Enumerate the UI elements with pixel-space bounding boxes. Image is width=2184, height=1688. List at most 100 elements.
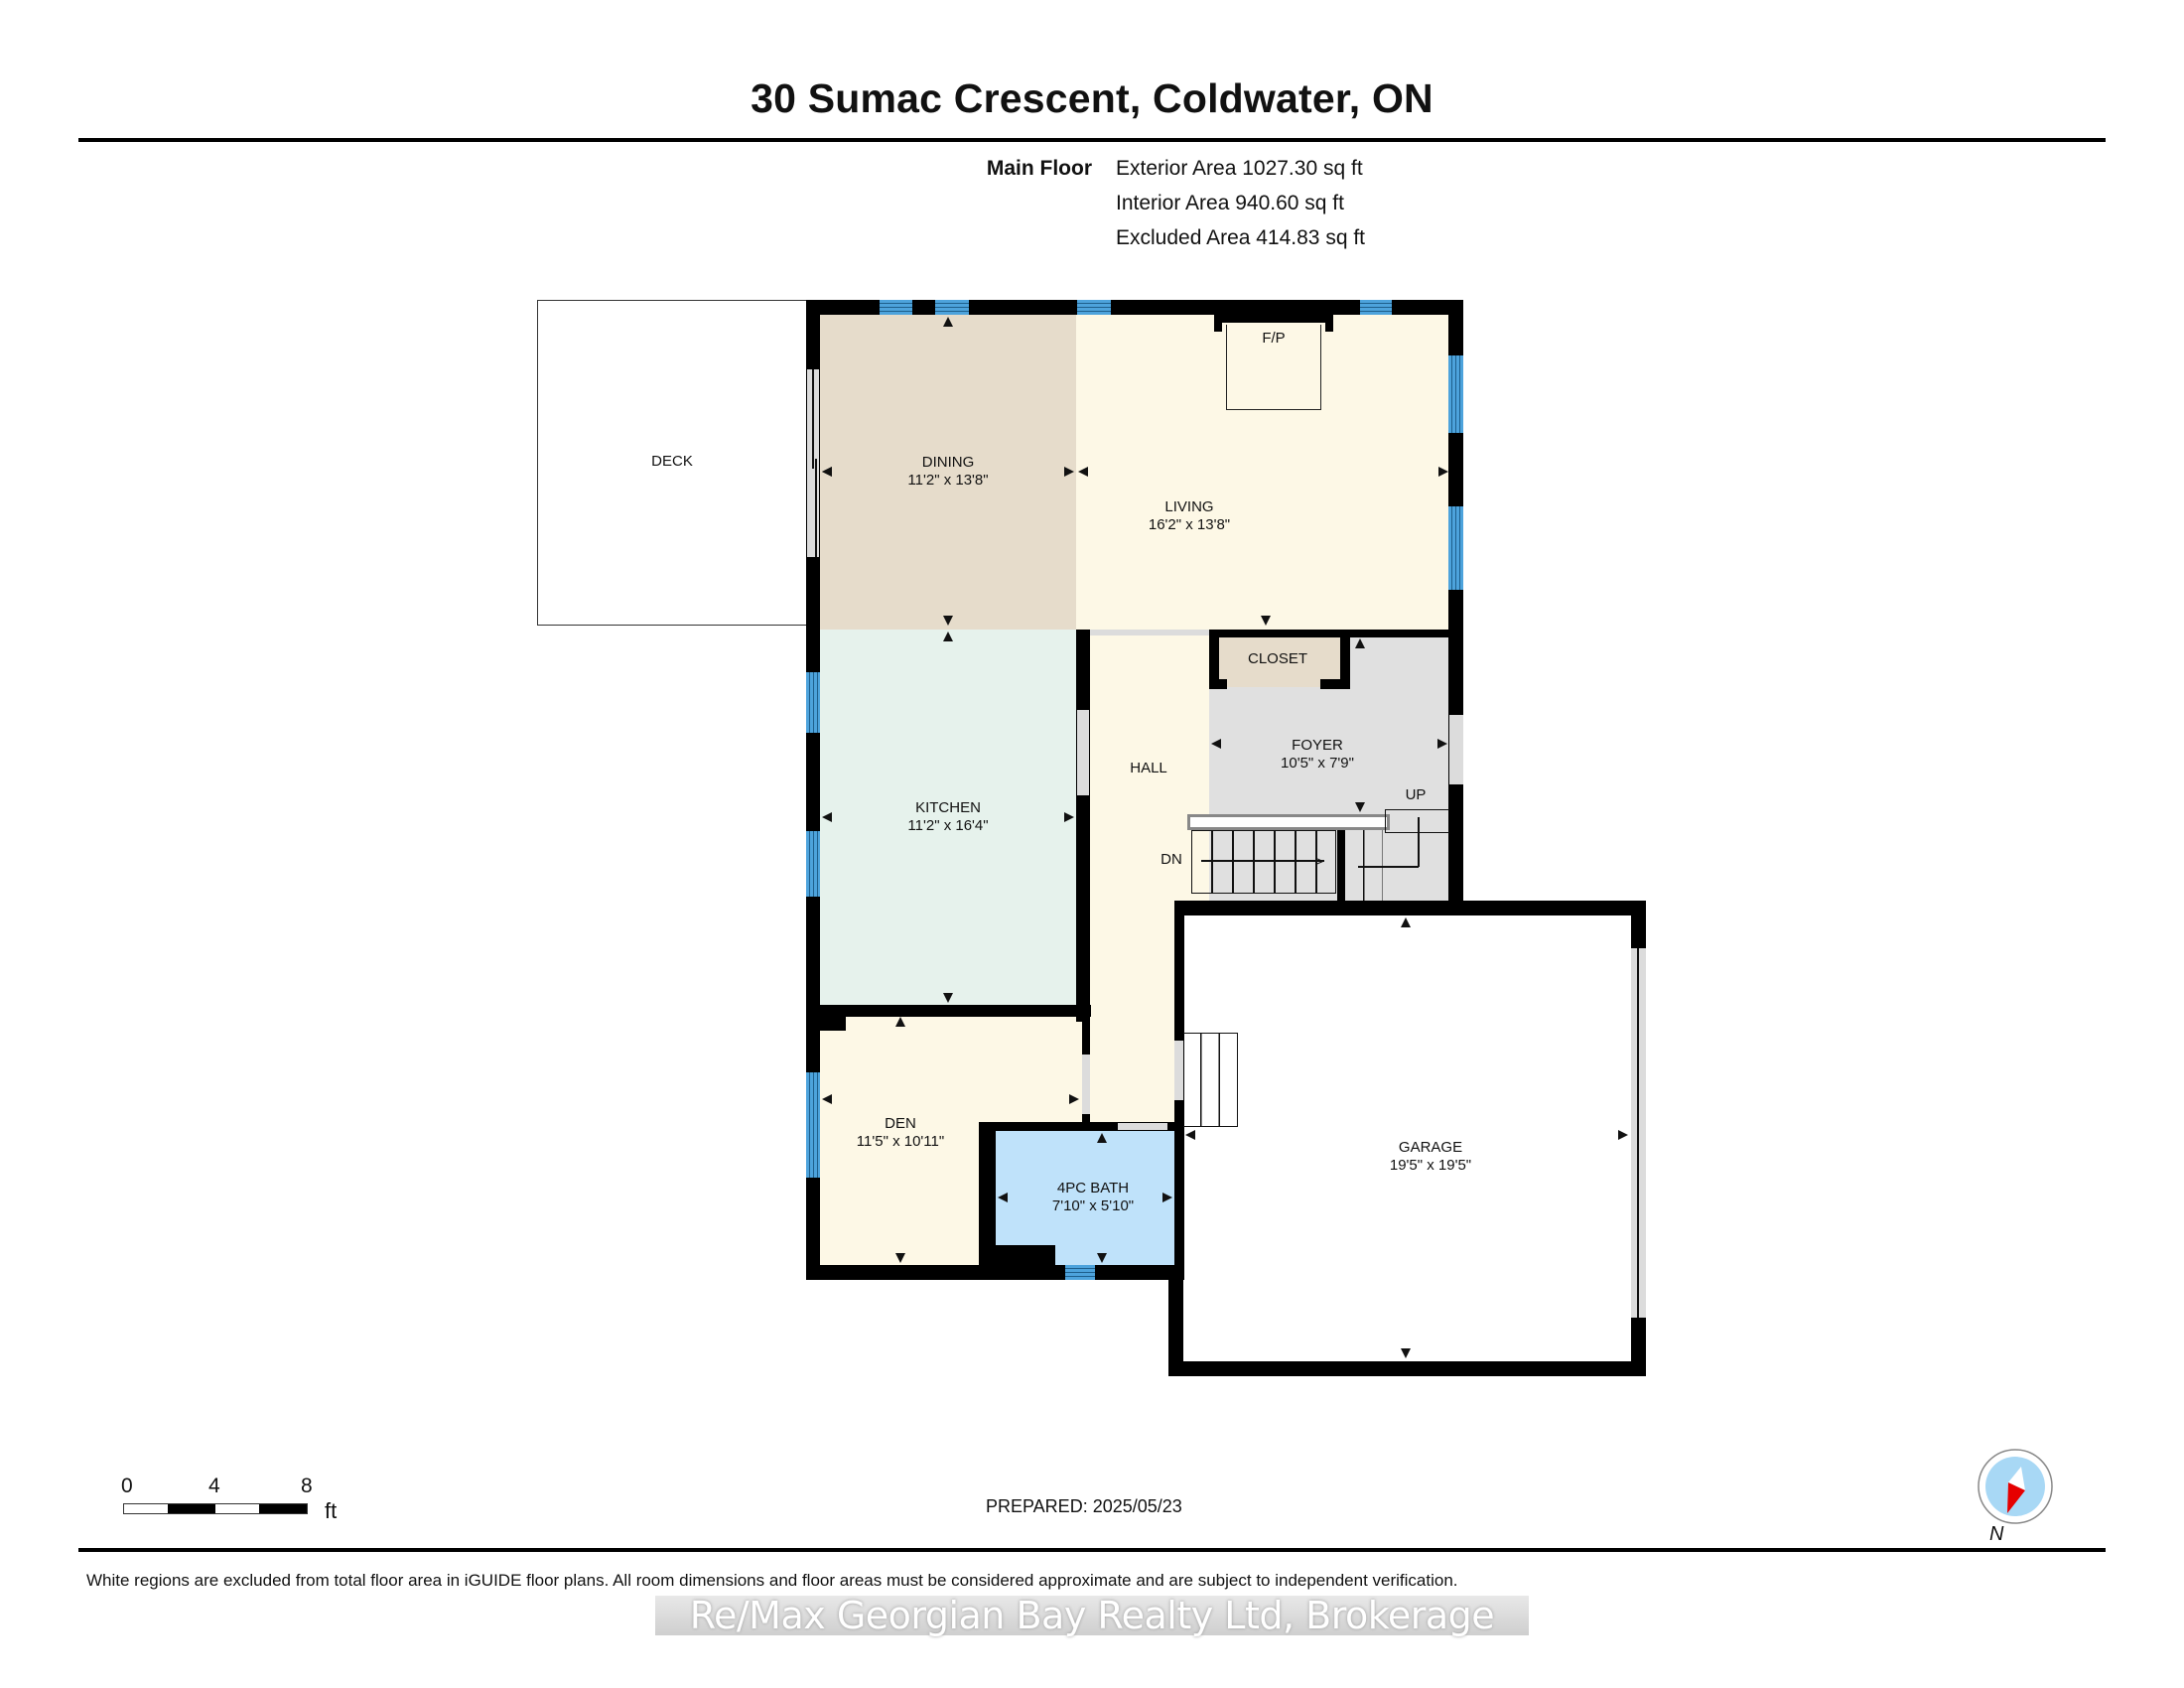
garage-wall-right <box>1631 901 1646 948</box>
dim-arrow <box>1437 739 1447 749</box>
brokerage-watermark: Re/Max Georgian Bay Realty Ltd, Brokerag… <box>655 1596 1529 1635</box>
footer-divider <box>78 1548 2106 1552</box>
wall-kitchen-den <box>806 1005 1091 1017</box>
fireplace <box>1226 325 1321 410</box>
fireplace-side <box>1325 315 1333 332</box>
dim-arrow <box>1064 812 1074 822</box>
interior-area: Interior Area 940.60 sq ft <box>1116 192 1344 214</box>
window <box>1065 1265 1095 1280</box>
window <box>1448 506 1463 590</box>
sliding-panel <box>812 369 814 469</box>
door-front[interactable] <box>1449 715 1463 784</box>
dim-arrow <box>1355 638 1365 648</box>
wall-closet-stub <box>1209 679 1227 689</box>
wall-bottom <box>806 1265 1184 1280</box>
door-bath[interactable] <box>1118 1123 1167 1130</box>
room-deck[interactable] <box>537 300 807 626</box>
room-garage[interactable] <box>1183 915 1632 1362</box>
scale-unit: ft <box>325 1498 338 1523</box>
dim-arrow <box>1618 1130 1628 1140</box>
window <box>806 831 820 897</box>
excluded-area: Excluded Area 414.83 sq ft <box>1116 226 1366 249</box>
page-title: 30 Sumac Crescent, Coldwater, ON <box>751 75 1433 121</box>
scale-bar <box>123 1503 308 1514</box>
room-living[interactable] <box>1076 315 1449 631</box>
stair-railing <box>1187 814 1390 830</box>
dim-arrow <box>943 616 953 626</box>
prepared-date: PREPARED: 2025/05/23 <box>986 1496 1182 1516</box>
floor-label: Main Floor <box>986 157 1092 180</box>
stairs-up-label: UP <box>1405 786 1427 803</box>
wall-living-foyer <box>1209 630 1449 637</box>
stair-arrow-line <box>1201 860 1324 862</box>
exterior-area: Exterior Area 1027.30 sq ft <box>1116 157 1363 180</box>
dim-arrow <box>822 1094 832 1104</box>
dim-arrow <box>943 317 953 327</box>
garage-wall-bottom <box>1168 1361 1646 1376</box>
dim-arrow <box>895 1253 905 1263</box>
dim-arrow <box>1185 1130 1195 1140</box>
wall-bath-top <box>979 1122 1184 1131</box>
compass-icon <box>1978 1449 2053 1524</box>
wall-closet-left <box>1209 630 1219 689</box>
window <box>1448 355 1463 433</box>
stairs-down[interactable] <box>1191 830 1336 894</box>
dim-arrow <box>1069 1094 1079 1104</box>
room-bath[interactable] <box>996 1130 1174 1266</box>
window <box>880 300 912 315</box>
scale-tick-0: 0 <box>121 1475 133 1497</box>
dim-arrow <box>1097 1253 1107 1263</box>
dim-arrow <box>1401 917 1411 927</box>
garage-wall-top <box>1174 901 1646 915</box>
room-label-deck: DECK <box>651 453 693 470</box>
sliding-panel <box>815 459 817 557</box>
room-dining[interactable] <box>820 315 1077 631</box>
dim-arrow <box>1064 467 1074 477</box>
fireplace-label: F/P <box>1262 330 1286 347</box>
door-garage[interactable] <box>1174 1041 1183 1100</box>
window <box>935 300 969 315</box>
dim-arrow <box>895 1017 905 1027</box>
fireplace-hearth <box>1214 315 1333 323</box>
header-divider <box>78 138 2106 142</box>
dim-arrow <box>822 812 832 822</box>
dim-arrow <box>1078 467 1088 477</box>
compass-north-label: N <box>1989 1523 2004 1545</box>
fireplace-side <box>1214 315 1222 332</box>
dim-arrow <box>1261 616 1271 626</box>
room-label-hall: HALL <box>1130 760 1167 776</box>
dim-arrow <box>1438 467 1448 477</box>
wall-den-corner <box>820 1005 846 1031</box>
stair-landing <box>1385 809 1449 833</box>
room-kitchen[interactable] <box>820 630 1078 1006</box>
stairs-down-label: DN <box>1160 851 1182 868</box>
garage-wall-right <box>1631 1318 1646 1376</box>
window <box>806 1072 820 1178</box>
dim-arrow <box>1162 1193 1172 1202</box>
dim-arrow <box>1211 739 1221 749</box>
dim-arrow <box>943 993 953 1003</box>
room-label-closet: CLOSET <box>1247 650 1308 667</box>
wall-bath-notch <box>996 1245 1055 1267</box>
wall-closet-right <box>1340 630 1350 689</box>
wall-kitchen-hall <box>1076 630 1090 1022</box>
garage-door[interactable] <box>1631 948 1646 1318</box>
dim-arrow <box>822 467 832 477</box>
wall-closet-stub <box>1320 679 1350 689</box>
room-closet[interactable] <box>1219 637 1340 687</box>
dim-arrow <box>943 632 953 641</box>
stair-arrow-head: > <box>1315 853 1324 869</box>
stair-arrow-line <box>1418 817 1420 867</box>
dim-arrow <box>1401 1348 1411 1358</box>
wall-den-bath <box>979 1122 996 1266</box>
dim-arrow <box>998 1193 1008 1202</box>
doorway-kitchen-hall[interactable] <box>1077 710 1089 795</box>
stair-arrow-line <box>1358 866 1419 868</box>
door-den[interactable] <box>1082 1055 1090 1114</box>
